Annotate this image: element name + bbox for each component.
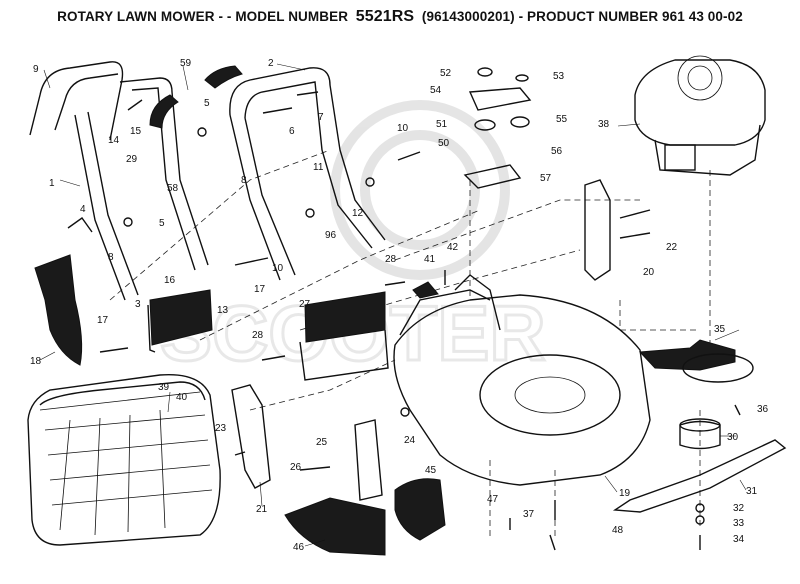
label-10b: 10: [272, 263, 284, 274]
label-36: 36: [757, 404, 769, 415]
label-56: 56: [551, 146, 563, 157]
top-brackets: [463, 67, 532, 189]
leader-lines: [39, 63, 747, 547]
label-40: 40: [176, 392, 188, 403]
label-45: 45: [425, 465, 437, 476]
watermark: SCOOTER: [159, 100, 547, 379]
label-21: 21: [256, 504, 268, 515]
bag-handle-grips: [149, 65, 243, 129]
label-46: 46: [293, 542, 305, 553]
label-38: 38: [598, 119, 610, 130]
lower-handle: [229, 67, 386, 281]
part-labels: 9 59 2 5 14 15 29 58 1 4 5 8 8 6 7 10 11…: [30, 58, 769, 553]
upper-handle: [29, 61, 209, 301]
label-4: 4: [80, 204, 86, 215]
label-12: 12: [352, 208, 364, 219]
label-2: 2: [268, 58, 274, 69]
label-19: 19: [619, 488, 631, 499]
label-14: 14: [108, 135, 120, 146]
label-35: 35: [714, 324, 726, 335]
label-41: 41: [424, 254, 436, 265]
label-57: 57: [540, 173, 552, 184]
label-32: 32: [733, 503, 745, 514]
label-3: 3: [135, 299, 141, 310]
label-1: 1: [49, 178, 55, 189]
label-20: 20: [643, 267, 655, 278]
label-37: 37: [523, 509, 535, 520]
label-58: 58: [167, 183, 179, 194]
title-model: 5521RS: [355, 8, 415, 25]
label-18: 18: [30, 356, 42, 367]
label-33: 33: [733, 518, 745, 529]
label-50: 50: [438, 138, 450, 149]
lower-shields: [284, 419, 446, 556]
label-16: 16: [164, 275, 176, 286]
side-discharge-flap: [34, 254, 83, 366]
label-8a: 8: [108, 252, 114, 263]
hardware-bolts: [99, 91, 741, 551]
label-54: 54: [430, 85, 442, 96]
label-9: 9: [33, 64, 39, 75]
label-13: 13: [217, 305, 229, 316]
label-96: 96: [325, 230, 337, 241]
label-28a: 28: [385, 254, 397, 265]
grass-bag: [27, 373, 221, 546]
label-51: 51: [436, 119, 448, 130]
blade-assembly: [612, 339, 787, 513]
label-29: 29: [126, 154, 138, 165]
title-prefix: ROTARY LAWN MOWER - - MODEL NUMBER: [57, 9, 349, 24]
label-55: 55: [556, 114, 568, 125]
label-22: 22: [666, 242, 678, 253]
label-34: 34: [733, 534, 745, 545]
label-17a: 17: [254, 284, 266, 295]
mower-deck: [393, 274, 651, 486]
label-31: 31: [746, 486, 758, 497]
label-7: 7: [318, 112, 324, 123]
label-23: 23: [215, 423, 227, 434]
label-10a: 10: [397, 123, 409, 134]
hardware-washers: [67, 127, 705, 525]
label-47: 47: [487, 494, 499, 505]
diagram-title: ROTARY LAWN MOWER - - MODEL NUMBER 5521R…: [0, 8, 800, 26]
wheel-brackets: [231, 179, 611, 489]
label-24: 24: [404, 435, 416, 446]
label-42: 42: [447, 242, 459, 253]
label-30: 30: [727, 432, 739, 443]
label-28b: 28: [252, 330, 264, 341]
label-27: 27: [299, 299, 311, 310]
label-6: 6: [289, 126, 295, 137]
engine: [634, 55, 766, 176]
label-8b: 8: [241, 175, 247, 186]
title-suffix: (96143000201) - PRODUCT NUMBER 961 43 00…: [421, 9, 743, 24]
rear-flaps: [147, 289, 389, 381]
label-26: 26: [290, 462, 302, 473]
label-52: 52: [440, 68, 452, 79]
label-11: 11: [313, 162, 324, 173]
label-17b: 17: [97, 315, 109, 326]
label-48: 48: [612, 525, 624, 536]
label-39: 39: [158, 382, 170, 393]
label-5a: 5: [204, 98, 210, 109]
label-5b: 5: [159, 218, 165, 229]
label-25: 25: [316, 437, 328, 448]
label-15: 15: [130, 126, 142, 137]
label-53: 53: [553, 71, 565, 82]
label-59: 59: [180, 58, 192, 69]
